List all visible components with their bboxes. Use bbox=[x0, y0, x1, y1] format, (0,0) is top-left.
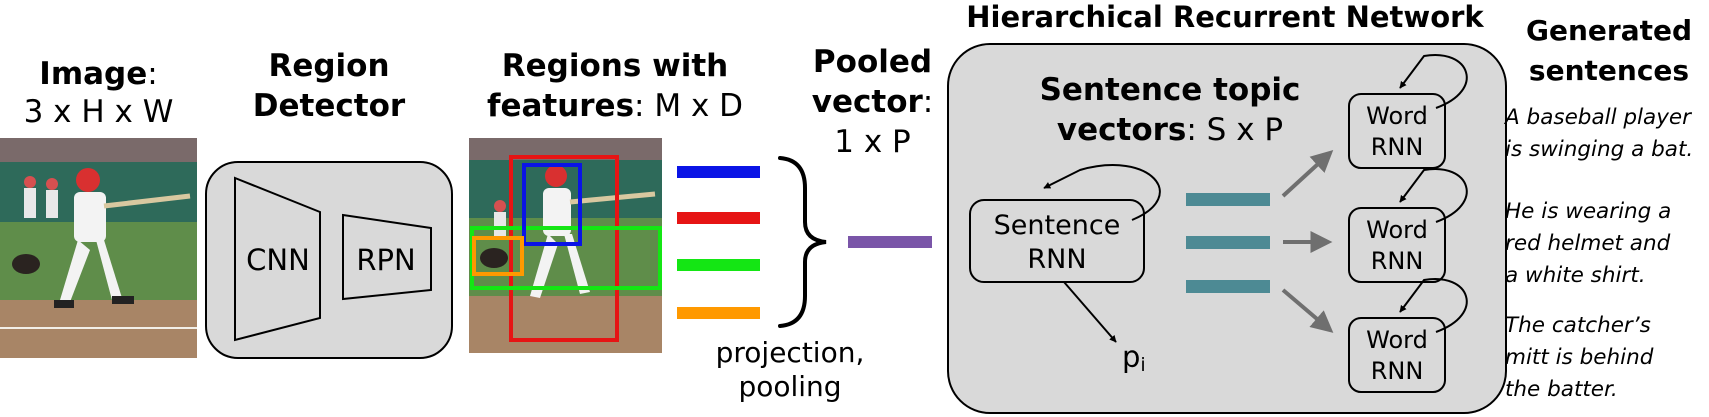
regions-image bbox=[469, 138, 662, 353]
region-box-red bbox=[509, 155, 619, 342]
topic-to-word-arrow-1 bbox=[1281, 150, 1334, 198]
input-image bbox=[0, 138, 197, 358]
word-rnn-1-label-2: RNN bbox=[1371, 133, 1424, 161]
feature-bar-green bbox=[677, 259, 760, 271]
topic-vector-3 bbox=[1186, 280, 1270, 293]
image-title-rest: : bbox=[147, 56, 158, 92]
sentence-2-line-2: red helmet and bbox=[1505, 231, 1671, 256]
word-rnn-1-loop-arrow bbox=[1399, 54, 1468, 109]
stop-prob-symbol: p bbox=[1122, 340, 1140, 374]
hrn-title: Hierarchical Recurrent Network bbox=[966, 0, 1484, 34]
word-rnn-2-label-1: Word bbox=[1366, 216, 1428, 244]
pooled-vector-bar bbox=[848, 236, 932, 248]
topic-to-word-arrow-3 bbox=[1281, 288, 1334, 333]
feature-bar-red bbox=[677, 212, 760, 224]
sentence-3-line-1: The catcher’s bbox=[1505, 313, 1651, 338]
sentence-2-line-3: a white shirt. bbox=[1505, 263, 1646, 288]
stop-prob-arrow bbox=[1063, 281, 1117, 343]
word-rnn-box-3 bbox=[1348, 317, 1446, 393]
pooling-brace bbox=[778, 156, 827, 328]
topic-title-1: Sentence topic bbox=[1039, 72, 1301, 108]
sentence-1-line-1: A baseball player bbox=[1505, 105, 1691, 130]
detector-title-1: Region bbox=[268, 48, 390, 84]
word-rnn-2-label-2: RNN bbox=[1371, 247, 1424, 275]
word-rnn-2-loop-arrow bbox=[1399, 168, 1468, 223]
sentence-rnn-label-2: RNN bbox=[1027, 244, 1086, 275]
word-rnn-3-label-1: Word bbox=[1366, 326, 1428, 354]
generated-title-2: sentences bbox=[1528, 54, 1690, 87]
word-rnn-3-loop-arrow bbox=[1399, 278, 1468, 333]
regions-title-1: Regions with bbox=[501, 48, 729, 84]
sentence-1-line-2: is swinging a bat. bbox=[1505, 137, 1694, 162]
sentence-rnn-box bbox=[969, 199, 1145, 283]
word-rnn-box-2 bbox=[1348, 207, 1446, 283]
sentence-2-line-1: He is wearing a bbox=[1505, 199, 1672, 224]
generated-title-1: Generated bbox=[1525, 14, 1693, 47]
topic-vector-2 bbox=[1186, 236, 1270, 249]
pooled-title-1: Pooled bbox=[812, 44, 933, 80]
topic-title-2: vectors: S x P bbox=[1020, 112, 1320, 148]
pooled-title-bold: vector bbox=[811, 84, 923, 120]
rpn-trapezoid bbox=[342, 213, 432, 301]
cnn-label: CNN bbox=[246, 243, 310, 277]
projection-label-1: projection, bbox=[715, 336, 865, 369]
region-detector-box: CNN RPN bbox=[205, 161, 453, 359]
topic-vector-1 bbox=[1186, 193, 1270, 206]
regions-title-rest: : M x D bbox=[634, 88, 744, 124]
pooled-dims: 1 x P bbox=[834, 124, 911, 160]
topic-title-bold: vectors bbox=[1056, 112, 1187, 148]
pooled-title-2: vector: bbox=[800, 84, 945, 120]
image-title: Image: bbox=[0, 56, 197, 92]
regions-title-2: features: M x D bbox=[470, 88, 760, 124]
word-rnn-3-label-2: RNN bbox=[1371, 357, 1424, 385]
pooled-title-rest: : bbox=[922, 84, 934, 120]
sentence-rnn-label-1: Sentence bbox=[994, 210, 1121, 241]
topic-title-rest: : S x P bbox=[1186, 112, 1284, 148]
stop-prob-label: pi bbox=[1122, 340, 1146, 376]
hrn-box: Sentence RNN pi Word RNN Word RNN Word R… bbox=[947, 43, 1507, 414]
word-rnn-box-1 bbox=[1348, 93, 1446, 169]
stop-prob-subscript: i bbox=[1140, 354, 1145, 376]
detector-title-2: Detector bbox=[252, 88, 406, 124]
rpn-label: RPN bbox=[356, 243, 415, 277]
word-rnn-1-label-1: Word bbox=[1366, 102, 1428, 130]
regions-title-bold: features bbox=[486, 88, 635, 124]
cnn-trapezoid bbox=[234, 176, 321, 342]
feature-bar-orange bbox=[677, 307, 760, 319]
region-box-orange bbox=[472, 236, 524, 276]
projection-label-2: pooling bbox=[738, 370, 842, 403]
sentence-3-line-2: mitt is behind bbox=[1505, 345, 1654, 370]
image-dims: 3 x H x W bbox=[23, 94, 174, 130]
sentence-3-line-3: the batter. bbox=[1505, 377, 1618, 402]
image-title-bold: Image bbox=[39, 56, 148, 92]
region-box-blue bbox=[522, 163, 582, 246]
sentence-rnn-loop-arrow bbox=[1043, 164, 1161, 221]
feature-bar-blue bbox=[677, 166, 760, 178]
